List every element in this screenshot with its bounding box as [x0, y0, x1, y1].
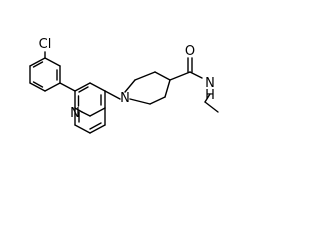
chlorophenyl-ring [29, 57, 61, 92]
bond-carbonyl-amide-n [189, 71, 203, 79]
bond-quinoline-piperidine [104, 90, 121, 100]
bond-ethyl [204, 101, 219, 113]
quinoline-nitrogen-label: N [70, 106, 80, 121]
bond-aryl-quinoline [59, 82, 76, 92]
amide-nitrogen-label: N [205, 76, 215, 91]
piperidine-ring [124, 71, 171, 105]
bond-piperidine-carbonyl [169, 71, 191, 81]
chlorine-label: Cl [39, 37, 52, 52]
amide-hydrogen-label: H [205, 88, 215, 103]
oxygen-label: O [185, 44, 195, 59]
quinoline-pyridine-ring [74, 82, 106, 117]
chemical-structure-diagram: Cl O N H N N [29, 37, 219, 134]
quinoline-benzo-ring [74, 107, 106, 134]
piperidine-nitrogen-label: N [120, 91, 130, 106]
bond-amide-n-ethyl [204, 93, 211, 103]
